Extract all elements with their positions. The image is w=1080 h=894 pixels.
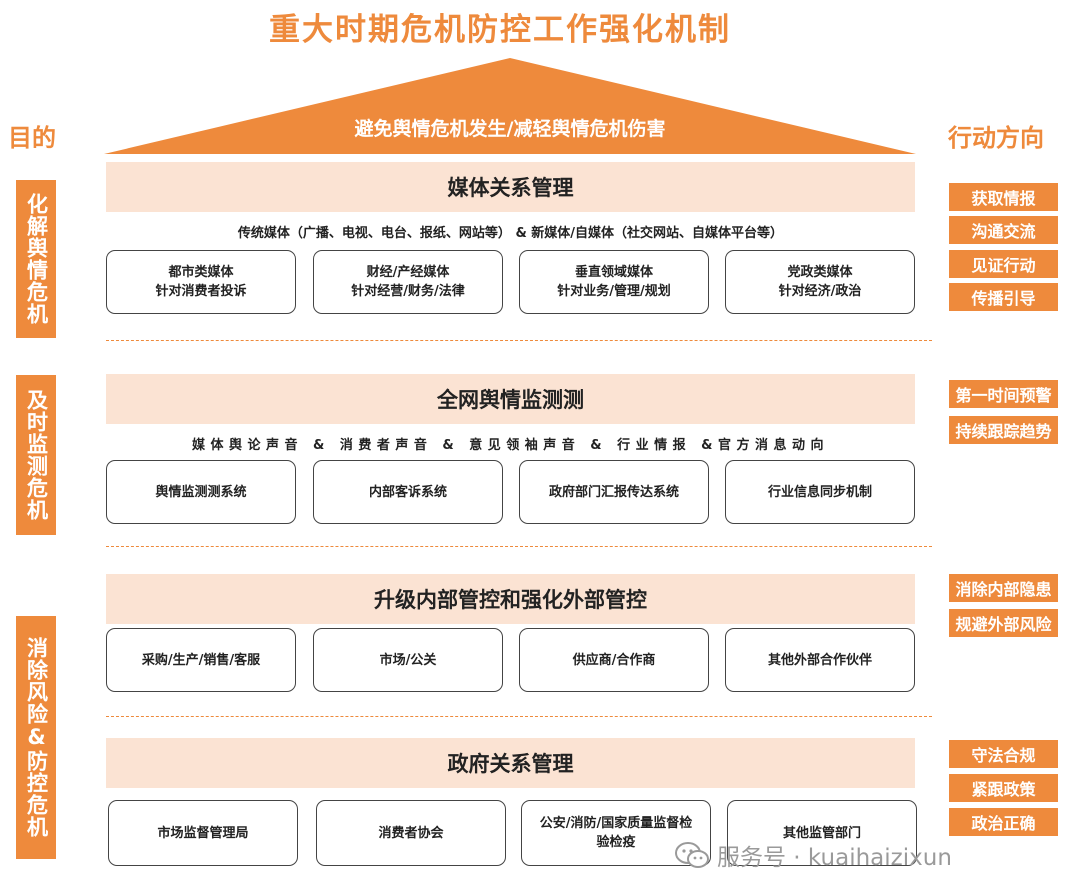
- action-remove-internal-risk: 消除内部隐患: [949, 574, 1058, 602]
- box-line: 市场监督管理局: [157, 825, 249, 841]
- watermark-text: 服务号 · kuaihaizixun: [717, 845, 952, 871]
- box-line: 针对经营/财务/法律: [351, 284, 465, 299]
- box-line: 市场/公关: [379, 652, 437, 668]
- watermark: 服务号 · kuaihaizixun: [675, 838, 952, 872]
- action-witness: 见证行动: [949, 250, 1058, 278]
- box-line: 其他监管部门: [782, 825, 861, 841]
- purpose-resolve-crisis: 化解舆情危机: [16, 180, 56, 338]
- control-box-other-partners: 其他外部合作伙伴: [725, 628, 915, 692]
- gov-box-other-regulators: 其他监管部门: [727, 800, 917, 866]
- section-media-relations-title: 媒体关系管理: [106, 162, 915, 212]
- box-line: 消费者协会: [378, 825, 444, 841]
- section-media-relations-subtitle: 传统媒体（广播、电视、电台、报纸、网站等） & 新媒体/自媒体（社交网站、自媒体…: [237, 226, 784, 241]
- diagram-title: 重大时期危机防控工作强化机制: [269, 12, 731, 48]
- action-early-warning: 第一时间预警: [949, 380, 1058, 408]
- roof-goal-text: 避免舆情危机发生/减轻舆情危机伤害: [354, 118, 666, 140]
- box-line: 其他外部合作伙伴: [767, 652, 872, 668]
- media-box-vertical: 垂直领域媒体 针对业务/管理/规划: [519, 250, 709, 314]
- gov-box-consumer-association: 消费者协会: [316, 800, 506, 866]
- control-box-suppliers: 供应商/合作商: [519, 628, 709, 692]
- action-follow-policy: 紧跟政策: [949, 774, 1058, 802]
- box-line: 针对业务/管理/规划: [557, 284, 671, 299]
- gov-box-market-supervision: 市场监督管理局: [108, 800, 298, 866]
- action-gather-intel: 获取情报: [949, 183, 1058, 211]
- box-line: 针对经济/政治: [778, 284, 862, 299]
- control-box-marketing-pr: 市场/公关: [313, 628, 503, 692]
- monitor-box-system: 舆情监测测系统: [106, 460, 296, 524]
- action-communicate: 沟通交流: [949, 216, 1058, 244]
- section-divider: [106, 546, 932, 547]
- action-avoid-external-risk: 规避外部风险: [949, 609, 1058, 637]
- section-divider: [106, 716, 932, 717]
- media-box-finance: 财经/产经媒体 针对经营/财务/法律: [313, 250, 503, 314]
- box-line: 内部客诉系统: [368, 484, 447, 500]
- purpose-eliminate-risk: 消除风险&防控危机: [16, 616, 56, 859]
- roof-triangle: [104, 58, 916, 154]
- wechat-icon: [675, 842, 709, 868]
- box-line: 供应商/合作商: [572, 652, 656, 668]
- action-direction-header: 行动方向: [948, 124, 1044, 152]
- section-monitoring-title: 全网舆情监测测: [106, 374, 915, 424]
- monitor-box-complaints: 内部客诉系统: [313, 460, 503, 524]
- media-box-party: 党政类媒体 针对经济/政治: [725, 250, 915, 314]
- action-compliance: 守法合规: [949, 740, 1058, 768]
- box-line: 都市类媒体: [168, 265, 234, 280]
- purpose-header: 目的: [8, 124, 56, 152]
- section-divider: [106, 340, 932, 341]
- action-track-trend: 持续跟踪趋势: [949, 416, 1058, 444]
- action-guide-spread: 传播引导: [949, 283, 1058, 311]
- media-box-urban: 都市类媒体 针对消费者投诉: [106, 250, 296, 314]
- box-line: 采购/生产/销售/客服: [141, 652, 261, 668]
- monitor-box-industry: 行业信息同步机制: [725, 460, 915, 524]
- box-line: 公安/消防/国家质量监督检: [539, 816, 693, 831]
- box-line: 垂直领域媒体: [574, 265, 653, 280]
- box-line: 政府部门汇报传达系统: [548, 484, 679, 500]
- section-government-title: 政府关系管理: [106, 738, 915, 788]
- box-line: 行业信息同步机制: [767, 484, 872, 500]
- section-controls-title: 升级内部管控和强化外部管控: [106, 574, 915, 624]
- box-line: 舆情监测测系统: [155, 484, 247, 500]
- box-line: 验检疫: [596, 835, 636, 850]
- purpose-monitor-crisis: 及时监测危机: [16, 375, 56, 535]
- box-line: 财经/产经媒体: [366, 265, 450, 280]
- section-monitoring-subtitle: 媒体舆论声音 & 消费者声音 & 意见领袖声音 & 行业情报 &官方消息动向: [191, 438, 830, 453]
- box-line: 党政类媒体: [787, 265, 853, 280]
- control-box-internal-ops: 采购/生产/销售/客服: [106, 628, 296, 692]
- box-line: 针对消费者投诉: [155, 284, 247, 299]
- monitor-box-government: 政府部门汇报传达系统: [519, 460, 709, 524]
- action-political-correctness: 政治正确: [949, 808, 1058, 836]
- gov-box-public-security: 公安/消防/国家质量监督检 验检疫: [521, 800, 711, 866]
